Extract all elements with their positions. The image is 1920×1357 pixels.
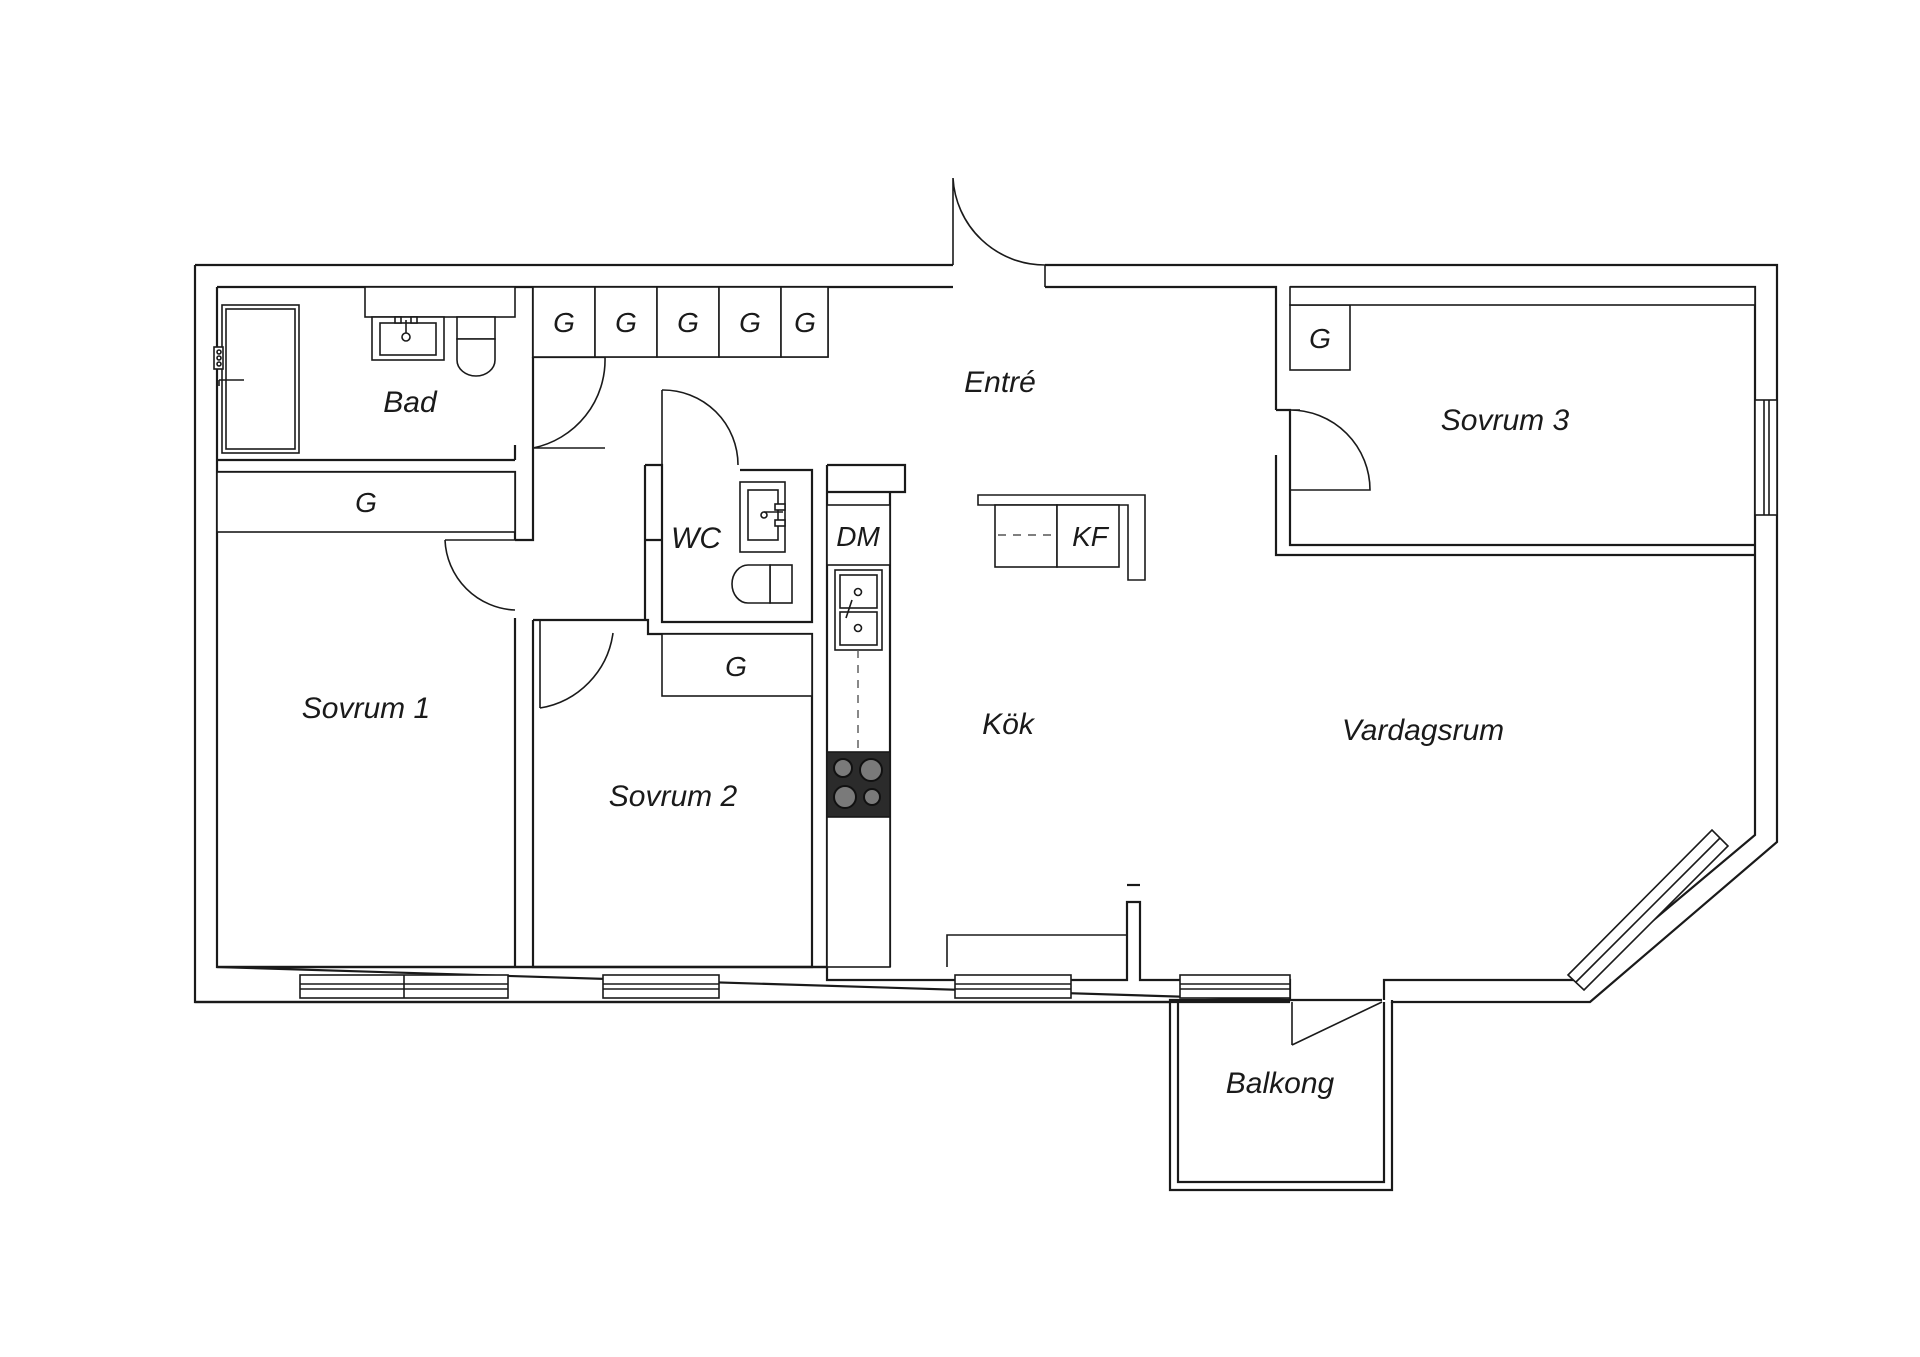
wardrobe-label-5: G bbox=[794, 307, 816, 338]
room-label-vardagsrum: Vardagsrum bbox=[1342, 714, 1504, 747]
wardrobe-label-sovrum1: G bbox=[355, 487, 377, 518]
balcony-door bbox=[1291, 1001, 1383, 1046]
sovrum3-door bbox=[1289, 409, 1371, 491]
room-label-sovrum2: Sovrum 2 bbox=[609, 780, 738, 813]
wardrobe-label-sovrum2: G bbox=[725, 651, 747, 682]
room-label-entre: Entré bbox=[964, 366, 1036, 399]
bad-toilet bbox=[456, 316, 496, 340]
wardrobes bbox=[216, 286, 1756, 697]
windows bbox=[299, 399, 1778, 999]
labels: Entré Bad WC Sovrum 1 Sovrum 2 Sovrum 3 … bbox=[302, 307, 1570, 1100]
wardrobe-label-4: G bbox=[739, 307, 761, 338]
bathroom-fixtures bbox=[213, 286, 793, 604]
wardrobe-label-3: G bbox=[677, 307, 699, 338]
sovrum2-door bbox=[539, 620, 614, 709]
fridge-freezer-label: KF bbox=[1072, 521, 1110, 552]
room-label-wc: WC bbox=[671, 522, 721, 555]
bad-door bbox=[532, 356, 606, 449]
wc-door bbox=[661, 389, 739, 466]
room-label-balkong: Balkong bbox=[1226, 1067, 1335, 1100]
kitchen-fixtures bbox=[826, 504, 1127, 968]
sovrum1-door bbox=[444, 539, 516, 611]
dishwasher-label: DM bbox=[836, 521, 880, 552]
room-label-bad: Bad bbox=[383, 386, 438, 419]
entrance-door bbox=[952, 177, 1046, 287]
wardrobe-label-1: G bbox=[553, 307, 575, 338]
wardrobe-label-sovrum3: G bbox=[1309, 323, 1331, 354]
room-label-kok: Kök bbox=[982, 708, 1036, 741]
room-label-sovrum1: Sovrum 1 bbox=[302, 692, 430, 725]
room-label-sovrum3: Sovrum 3 bbox=[1441, 404, 1570, 437]
wc-toilet bbox=[769, 564, 793, 604]
wardrobe-label-2: G bbox=[615, 307, 637, 338]
balcony bbox=[1168, 1002, 1394, 1192]
doors bbox=[444, 177, 1383, 1046]
